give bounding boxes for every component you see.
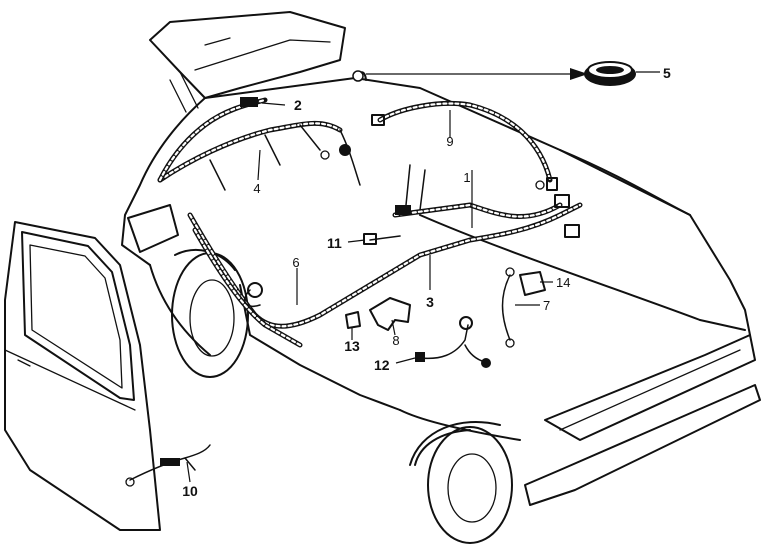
callout-1: 1: [463, 170, 470, 185]
leader-lines: [186, 71, 660, 483]
part-7-wire: [501, 267, 515, 348]
callout-5: 5: [663, 65, 671, 81]
callout-14: 14: [556, 275, 570, 290]
callout-11: 11: [327, 235, 342, 251]
car-body: [121, 11, 761, 544]
callout-9: 9: [446, 134, 453, 149]
callout-4: 4: [253, 181, 260, 196]
part-14-relay: [519, 271, 546, 296]
callout-12: 12: [374, 357, 390, 373]
part-12-harness: [415, 316, 491, 368]
callout-13: 13: [344, 338, 360, 354]
roof-harness-9: [371, 100, 558, 191]
callout-6: 6: [292, 255, 299, 270]
part-13-clip: [345, 311, 361, 329]
rear-harness-4: [157, 97, 361, 191]
callout-8: 8: [392, 333, 399, 348]
callout-10: 10: [182, 483, 198, 499]
floor-harness: [187, 164, 583, 348]
callout-2: 2: [294, 97, 302, 113]
callout-labels: 1 2 3 4 5 6 7 8 9 10 11 12 13 14: [182, 65, 671, 499]
door-panel: [4, 221, 161, 531]
part-11-connector: [363, 233, 401, 245]
part-8-bracket: [369, 297, 411, 331]
part-10-door-harness: [125, 444, 211, 487]
part-5-grommet: [352, 61, 636, 86]
callout-3: 3: [426, 294, 434, 310]
callout-7: 7: [543, 298, 550, 313]
